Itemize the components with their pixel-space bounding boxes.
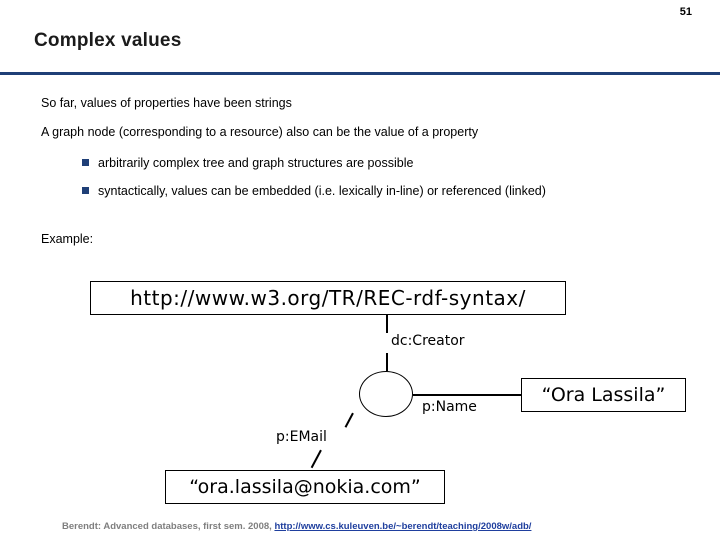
edge-label-dc-creator: dc:Creator: [391, 333, 465, 349]
rdf-uri-node: http://www.w3.org/TR/REC-rdf-syntax/: [90, 281, 566, 315]
square-bullet-icon: [82, 187, 89, 194]
bullet-item-2: syntactically, values can be embedded (i…: [82, 182, 682, 200]
rdf-literal-name: “Ora Lassila”: [521, 378, 686, 412]
edge-blank-to-email-lower: [310, 449, 322, 469]
title-divider: [0, 72, 720, 75]
bullet-item-1: arbitrarily complex tree and graph struc…: [82, 154, 413, 172]
edge-label-p-name: p:Name: [422, 399, 477, 415]
edge-blank-to-email-upper: [344, 412, 354, 428]
square-bullet-icon: [82, 159, 89, 166]
slide-number: 51: [679, 6, 692, 18]
body-line-2: A graph node (corresponding to a resourc…: [41, 125, 479, 139]
footer-text: Berendt: Advanced databases, first sem. …: [62, 521, 275, 532]
bullet-item-1-label: arbitrarily complex tree and graph struc…: [98, 156, 414, 170]
page-title: Complex values: [34, 30, 182, 51]
edge-label-p-email: p:EMail: [276, 429, 327, 445]
bullet-item-2-label: syntactically, values can be embedded (i…: [98, 184, 546, 198]
edge-uri-to-blank-upper: [386, 315, 388, 333]
rdf-literal-email: “ora.lassila@nokia.com”: [165, 470, 445, 504]
edge-uri-to-blank-lower: [386, 353, 388, 371]
rdf-blank-node: [359, 371, 413, 417]
body-line-1: So far, values of properties have been s…: [41, 96, 292, 110]
example-label: Example:: [41, 232, 94, 246]
edge-blank-to-name: [413, 394, 521, 396]
footer: Berendt: Advanced databases, first sem. …: [62, 521, 531, 532]
footer-link[interactable]: http://www.cs.kuleuven.be/~berendt/teach…: [274, 521, 532, 532]
